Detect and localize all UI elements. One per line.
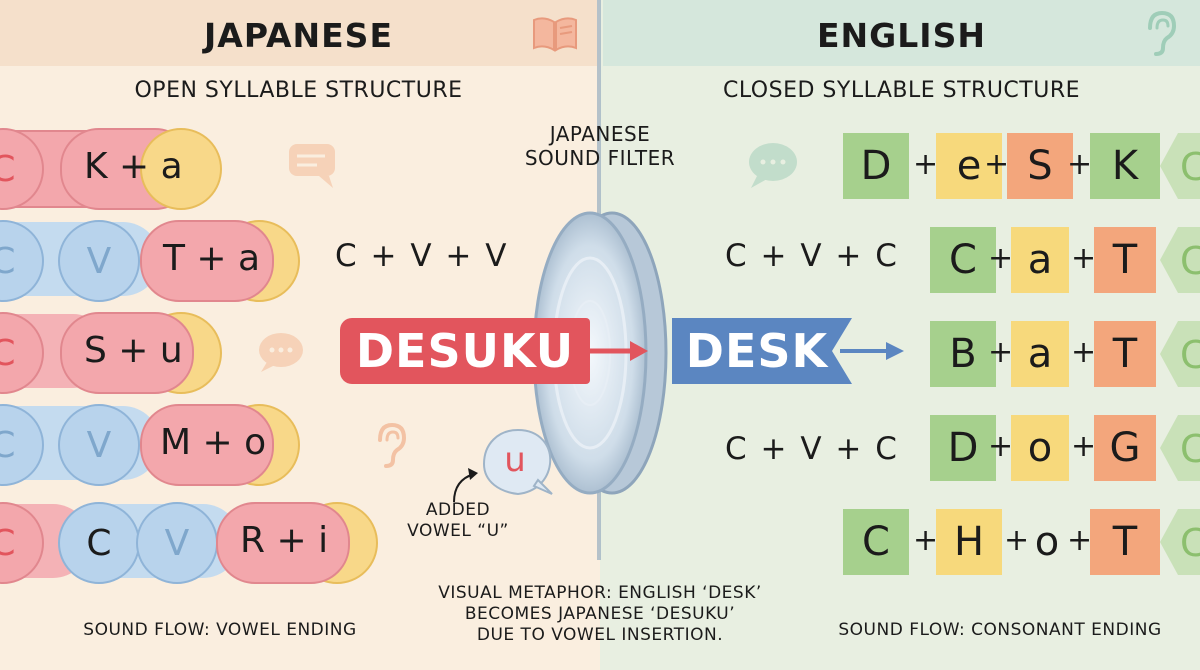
edge-letter: C [1180, 333, 1200, 377]
final-consonant-box: T [1094, 321, 1156, 387]
consonant-box: C [930, 227, 996, 293]
japanese-formula: C + V + V [335, 238, 509, 274]
speech-bubble-icon [749, 143, 797, 188]
english-subtitle: CLOSED SYLLABLE STRUCTURE [722, 78, 1081, 103]
consonant-box: D [843, 133, 909, 199]
edge-letter: C [1180, 239, 1200, 283]
curved-arrow-icon [453, 468, 478, 503]
japanese-header [0, 0, 597, 66]
english-header [603, 0, 1200, 66]
consonant-box: C [843, 509, 909, 575]
book-icon [533, 17, 577, 52]
vowel-bead: V [136, 502, 218, 584]
final-consonant-box: G [1094, 415, 1156, 481]
vowel-letter: o [1034, 519, 1060, 565]
consonant-box: D [930, 415, 996, 481]
vowel-bead: V [58, 404, 140, 486]
final-consonant-box: T [1090, 509, 1160, 575]
final-consonant-box: S [1007, 133, 1073, 199]
edge-letter: C [1180, 427, 1200, 471]
final-consonant-box: T [1094, 227, 1156, 293]
edge-chevrons [1160, 133, 1200, 575]
english-formula-2: C + V + C [725, 431, 899, 467]
japanese-title: JAPANESE [204, 16, 393, 55]
final-consonant-box: K [1090, 133, 1160, 199]
syllable-label: S + u [84, 330, 183, 371]
english-footer: SOUND FLOW: CONSONANT ENDING [838, 620, 1162, 640]
edge-letter: C [1180, 521, 1200, 565]
arrow-right-icon [590, 341, 648, 361]
edge-letter: C [1180, 145, 1200, 189]
consonant-bead: C [58, 502, 140, 584]
japanese-subtitle: OPEN SYLLABLE STRUCTURE [134, 78, 463, 103]
vowel-bead: V [58, 220, 140, 302]
english-title: ENGLISH [817, 16, 986, 55]
added-vowel-label: ADDED VOWEL “U” [407, 500, 509, 541]
english-formula-1: C + V + C [725, 238, 899, 274]
syllable-label: M + o [160, 422, 267, 463]
syllable-label: T + a [163, 238, 261, 279]
vowel-box: e [936, 133, 1002, 199]
syllable-label: R + i [240, 520, 329, 561]
japanese-word-banner: DESUKU [340, 318, 590, 384]
vowel-box: a [1011, 321, 1069, 387]
vowel-drop-icon [482, 428, 553, 496]
ear-icon [378, 422, 407, 468]
consonant-box: B [930, 321, 996, 387]
speech-bubble-icon [259, 333, 303, 372]
filter-label: JAPANESE SOUND FILTER [524, 122, 676, 170]
syllable-label: K + a [84, 146, 183, 187]
vowel-box: o [1011, 415, 1069, 481]
visual-metaphor-caption: VISUAL METAPHOR: ENGLISH ‘DESK’ BECOMES … [438, 583, 762, 645]
added-vowel-letter: u [504, 440, 526, 480]
japanese-footer: SOUND FLOW: VOWEL ENDING [83, 620, 357, 640]
speech-bubble-icon [289, 144, 335, 188]
vowel-box: H [936, 509, 1002, 575]
vowel-box: a [1011, 227, 1069, 293]
english-word-banner: DESK [685, 324, 829, 378]
english-word-banner-shape [672, 318, 852, 384]
arrow-right-icon [840, 342, 904, 360]
ear-icon [1148, 10, 1177, 56]
